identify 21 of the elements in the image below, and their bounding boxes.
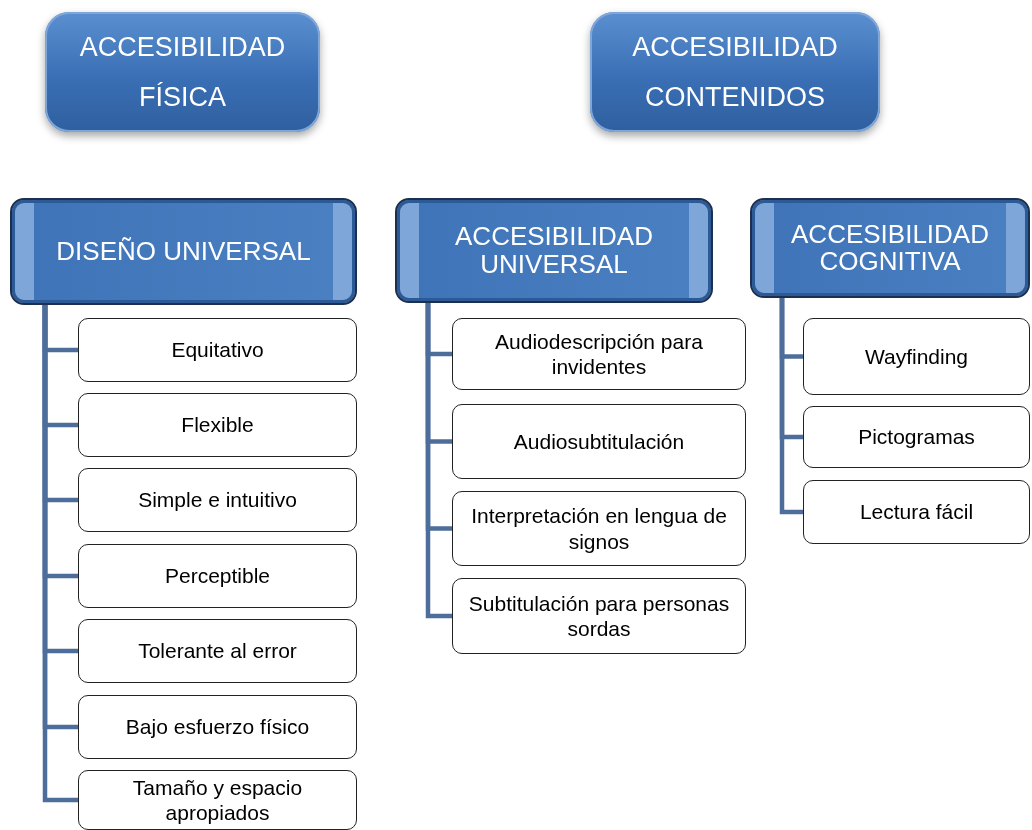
category-box: ACCESIBILIDAD FÍSICA xyxy=(45,12,320,132)
group-header-box: ACCESIBILIDAD UNIVERSAL xyxy=(395,198,713,303)
item-box: Wayfinding xyxy=(803,318,1030,395)
item-box: Simple e intuitivo xyxy=(78,468,357,532)
item-box: Audiosubtitulación xyxy=(452,404,746,479)
item-box: Interpretación en lengua de signos xyxy=(452,491,746,566)
group-header-box: DISEÑO UNIVERSAL xyxy=(10,198,357,305)
item-box: Pictogramas xyxy=(803,406,1030,468)
item-box: Equitativo xyxy=(78,318,357,382)
category-box: ACCESIBILIDAD CONTENIDOS xyxy=(590,12,880,132)
connector-line xyxy=(779,298,803,515)
item-box: Bajo esfuerzo físico xyxy=(78,695,357,759)
connector-line xyxy=(425,303,452,619)
item-box: Tamaño y espacio apropiados xyxy=(78,770,357,830)
item-box: Lectura fácil xyxy=(803,480,1030,544)
group-header-box: ACCESIBILIDAD COGNITIVA xyxy=(750,198,1030,298)
item-box: Subtitulación para personas sordas xyxy=(452,578,746,654)
item-box: Flexible xyxy=(78,393,357,457)
item-box: Audiodescripción para invidentes xyxy=(452,318,746,390)
item-box: Perceptible xyxy=(78,544,357,608)
item-box: Tolerante al error xyxy=(78,619,357,683)
